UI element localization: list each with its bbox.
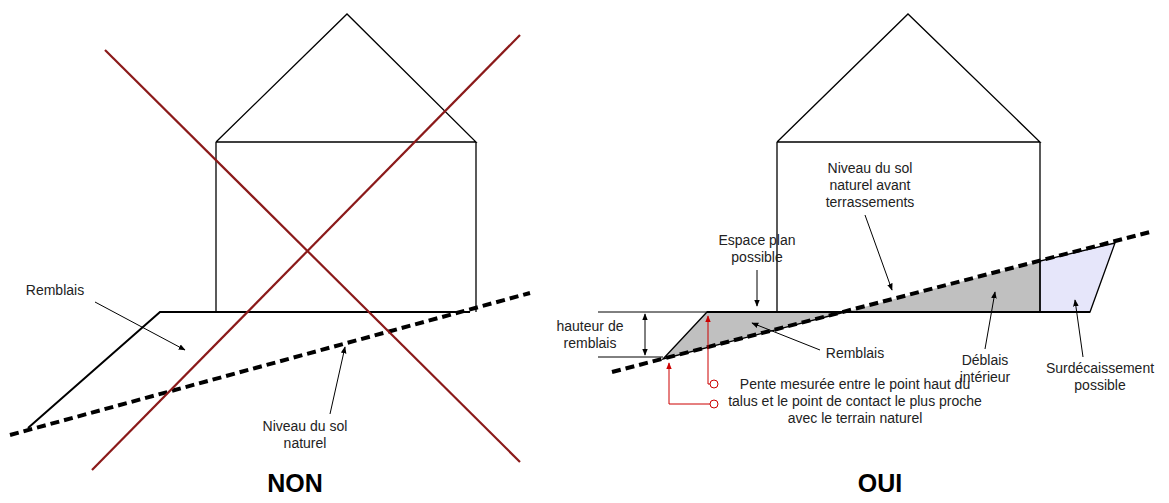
red-pointers (669, 316, 718, 408)
annotation-label: Niveau du sol naturel (258, 418, 353, 452)
annotation-label: Remblais (815, 345, 895, 362)
dimension-label: hauteur de remblais (550, 318, 630, 352)
annotation-label: Surdécaissement possible (1041, 360, 1159, 394)
over-excavation-area (1040, 243, 1115, 312)
leader-lines (752, 215, 1083, 357)
annotation-label: Niveau du sol naturel avant terrassement… (818, 160, 923, 211)
leader-line (95, 302, 185, 350)
natural-ground-left (10, 293, 530, 435)
annotation-label: Espace plan possible (710, 232, 805, 266)
annotation-label: Remblais (15, 282, 95, 299)
note-label: Pente mesurée entre le point haut du tal… (726, 376, 984, 427)
cross-mark (92, 35, 520, 470)
natural-ground-right (612, 232, 1150, 372)
leader-line (330, 347, 345, 414)
house-left (216, 14, 476, 312)
platform-line (707, 311, 1090, 313)
house-right (777, 14, 1040, 312)
verdict-label: NON (250, 468, 340, 498)
verdict-label: OUI (835, 468, 925, 498)
